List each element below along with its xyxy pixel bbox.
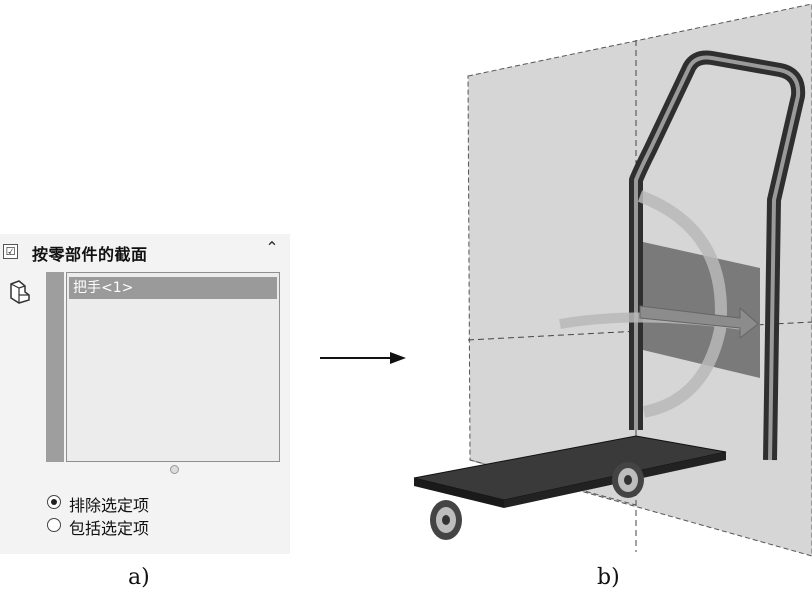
component-icon [5,278,33,306]
collapse-icon[interactable]: ⌃ [265,238,279,257]
cart-wheel-front [430,500,462,540]
rotate-arc-vertical [637,190,727,418]
include-radio[interactable] [47,518,61,532]
section-by-component-panel: ☑ 按零部件的截面 ⌃ 把手<1> 排除选定项 包括选定项 [0,234,290,554]
include-label: 包括选定项 [69,519,150,538]
exclude-radio[interactable] [47,495,61,509]
section-band [643,242,760,378]
cart-wheel-back [612,462,644,498]
selection-color-bar [46,272,64,462]
section-view-canvas [413,3,812,557]
list-item[interactable]: 把手<1> [69,277,277,299]
selected-components-list[interactable]: 把手<1> [66,272,280,462]
caption-b: b) [597,565,620,590]
enable-checkbox[interactable]: ☑ [3,244,18,259]
exclude-label: 排除选定项 [69,496,150,515]
panel-title: 按零部件的截面 [32,245,148,264]
right-arrow-icon [320,352,406,364]
direction-arrow [639,305,759,340]
panel-header: ☑ 按零部件的截面 ⌃ [0,238,290,266]
caption-a: a) [128,565,150,590]
list-resize-handle[interactable] [170,465,179,474]
